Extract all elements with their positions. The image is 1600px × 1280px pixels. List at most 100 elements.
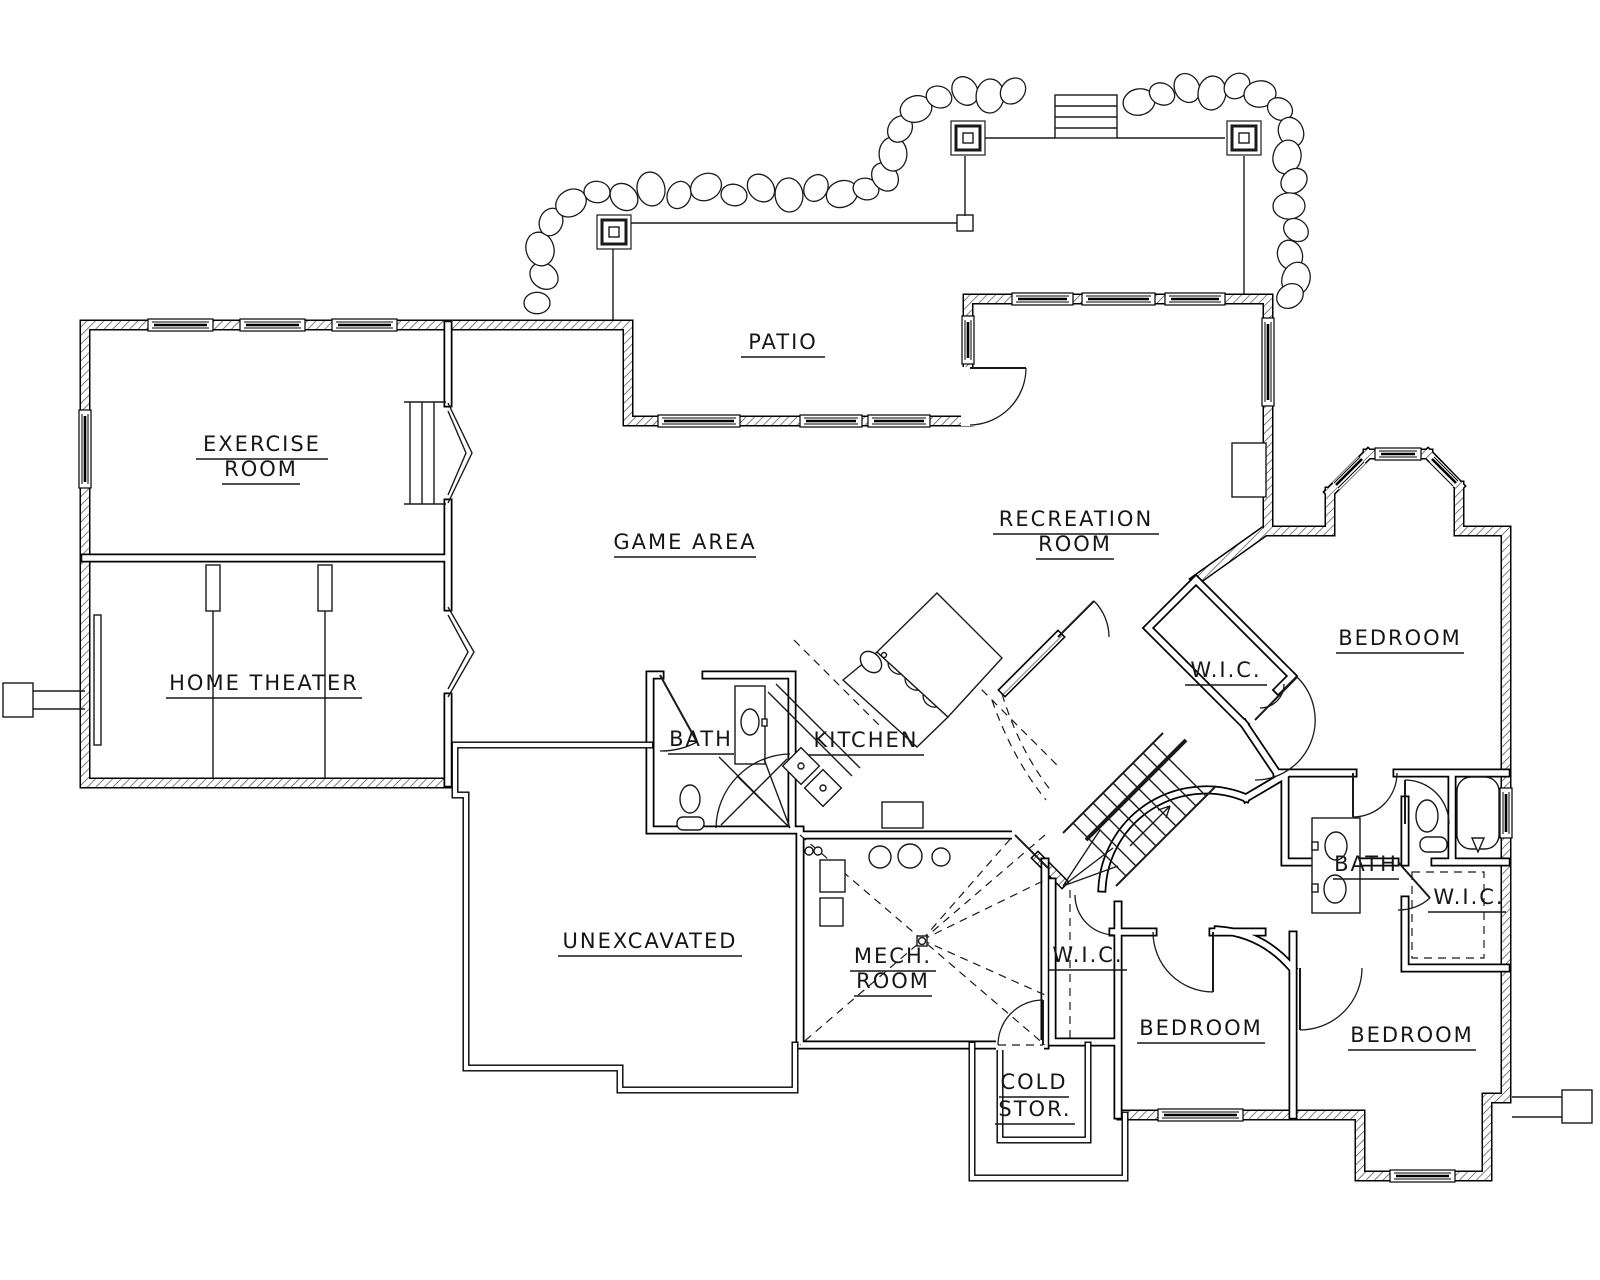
interior-walls: [80, 320, 1511, 1120]
window-icon: [1164, 292, 1226, 306]
doors: [447, 367, 1450, 1046]
patio-posts: [596, 120, 1262, 250]
counter-edge: [767, 683, 861, 777]
sink-icon: [740, 708, 760, 736]
ensuite-bath-fixtures: [1311, 776, 1500, 914]
boulder-icon: [529, 262, 559, 290]
label-exercise-1: EXERCISE: [203, 432, 321, 456]
valve-icon: [804, 846, 814, 856]
boulder-icon: [1272, 192, 1306, 220]
faucet-icon: [1311, 883, 1319, 893]
label-cold-1: COLD: [1000, 1070, 1067, 1094]
boulder-icon: [1283, 217, 1309, 243]
window-icon: [1081, 292, 1156, 306]
kitchen-island-upper: [875, 592, 1003, 718]
window-icon: [867, 414, 931, 428]
boulder-icon: [774, 177, 804, 213]
window-icon: [657, 414, 741, 428]
fireplace: [1231, 442, 1267, 498]
boulder-icon: [720, 183, 748, 207]
label-bedroom-se: BEDROOM: [1350, 1023, 1474, 1047]
boulder-icon: [1266, 97, 1294, 121]
boulder-icon: [636, 171, 666, 207]
stair-direction-arrow: [1129, 805, 1171, 847]
tank-icon: [868, 845, 892, 869]
label-wic-middle: W.I.C.: [1052, 943, 1123, 967]
window-icon: [1374, 447, 1422, 461]
label-bedroom-s: BEDROOM: [1139, 1016, 1263, 1040]
label-game-area: GAME AREA: [613, 530, 756, 554]
window-icon: [147, 318, 214, 332]
boulder-icon: [1280, 167, 1308, 195]
boulder-icon: [525, 231, 555, 267]
sink-icon: [1324, 831, 1348, 861]
boulder-icon: [1243, 80, 1277, 108]
patio-steps: [1054, 94, 1118, 139]
boulder-icon: [925, 85, 953, 109]
kitchen-fixtures: [767, 592, 1003, 829]
label-mech-1: MECH.: [854, 944, 932, 968]
post-column-icon: [596, 214, 632, 250]
label-wic-right: W.I.C.: [1433, 885, 1504, 909]
faucet-icon: [1311, 841, 1319, 851]
label-exercise-2: ROOM: [224, 457, 298, 481]
label-kitchen: KITCHEN: [814, 728, 919, 752]
faucet-icon: [761, 718, 768, 727]
window-icon: [1499, 787, 1513, 839]
boulder-icon: [878, 136, 908, 172]
bay-windows-diagonal: [1332, 456, 1460, 490]
label-recreation-2: ROOM: [1038, 532, 1112, 556]
patio-outline: [612, 137, 1245, 323]
window-icon: [1157, 1108, 1244, 1122]
window-icon: [1011, 292, 1074, 306]
boulder-icon: [1148, 82, 1176, 106]
boulder-icon: [1272, 139, 1302, 175]
label-cold-2: STOR.: [998, 1097, 1071, 1121]
boulder-icon: [746, 173, 776, 203]
rock-border: [523, 72, 1311, 315]
window-icon: [78, 409, 92, 489]
valve-icon: [813, 846, 823, 856]
boulder-icon: [609, 182, 639, 212]
toilet-icon: [679, 784, 701, 814]
boulder-icon: [1173, 72, 1201, 104]
label-mech-2: ROOM: [856, 969, 930, 993]
boulder-icon: [666, 180, 692, 210]
window-icon: [331, 318, 398, 332]
main-bath-fixtures: [676, 685, 791, 831]
boulder-icon: [951, 76, 979, 106]
furnace-icon: [819, 859, 846, 893]
boulder-icon: [999, 77, 1027, 105]
label-bath-ensuite: BATH: [1334, 852, 1398, 876]
label-home-theater: HOME THEATER: [169, 671, 359, 695]
exercise-closet: [404, 401, 446, 505]
room-labels: PATIO EXERCISE ROOM GAME AREA RECREATION…: [166, 330, 1506, 1125]
label-patio: PATIO: [748, 330, 818, 354]
post-column-icon: [950, 120, 986, 156]
home-theater-fixtures: [93, 564, 333, 778]
label-bath-main: BATH: [669, 727, 733, 751]
boulder-icon: [1276, 283, 1304, 309]
staircase: [1062, 732, 1217, 887]
bar-stools: [887, 661, 938, 708]
toilet-icon: [1415, 799, 1439, 833]
foundation-walls: [451, 741, 1129, 1182]
window-well-left: [2, 682, 85, 718]
post-column-icon: [1226, 120, 1262, 156]
pantry-counter: [881, 801, 924, 829]
windows: [78, 292, 1513, 1183]
window-icon: [239, 318, 306, 332]
label-recreation-1: RECREATION: [999, 507, 1153, 531]
sink-icon: [1323, 874, 1347, 904]
toilet-tank: [676, 816, 705, 831]
tub-drain-icon: [1470, 837, 1486, 854]
label-bedroom-ne: BEDROOM: [1338, 626, 1462, 650]
window-icon: [799, 414, 863, 428]
window-icon: [961, 315, 975, 365]
theater-screen: [93, 614, 102, 746]
boulder-icon: [523, 291, 551, 315]
tank-icon: [931, 847, 951, 867]
tank-icon: [897, 843, 923, 869]
